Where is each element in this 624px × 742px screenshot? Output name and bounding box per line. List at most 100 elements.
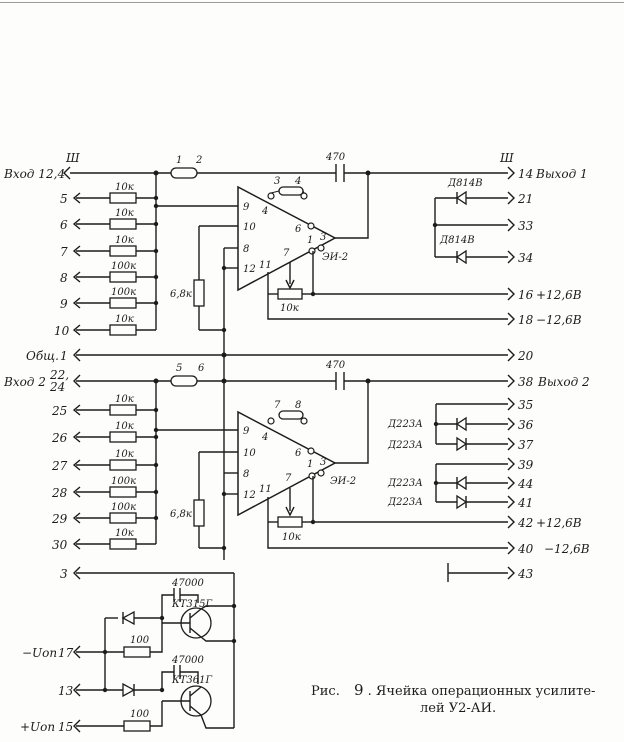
amp1-zener-block (432, 190, 515, 265)
amp2-resistor-6k8 (193, 499, 205, 527)
amp1-pin-4: 4 (294, 176, 301, 187)
amp1-r3-value: 10к (115, 235, 134, 246)
amp2-supply-pos-pin: 42 (517, 516, 533, 530)
common-pin-right: 20 (517, 349, 534, 363)
amp2-r2-pin: 26 (51, 431, 68, 445)
output2-pin: 38 (518, 375, 534, 389)
amp2-pin-4: 4 (261, 432, 268, 443)
ref-pos-label: +Uоп (20, 720, 55, 734)
amp2-trim-resistor (277, 516, 303, 528)
ground-mark-right: Ш (499, 151, 514, 165)
ref-neg-pin: 17 (58, 646, 74, 660)
zener-pin-34: 34 (518, 251, 533, 265)
caption-line1: . Ячейка операционных усилите- (368, 684, 596, 699)
diode-type-4: Д223А (387, 497, 423, 508)
amp1-pin-6: 6 (295, 224, 302, 235)
amp1-link-pin-a: 1 (176, 155, 182, 166)
caption-line2: лей У2-АИ. (420, 701, 496, 716)
amp1-r5-value: 100к (111, 287, 136, 298)
amp1-link-pin-b: 2 (195, 155, 202, 166)
zener-type-2: Д814В (439, 235, 475, 246)
common-label: Общ. (26, 349, 59, 363)
amp2-r6-pin: 30 (52, 538, 68, 552)
amp2-r1-pin: 25 (51, 404, 67, 418)
amp1-section (63, 164, 515, 560)
amp2-r2-value: 10к (115, 421, 134, 432)
amp2-pin-7: 7 (274, 400, 281, 411)
output1-label: Выход 1 (535, 167, 588, 181)
amp2-r5-pin: 29 (51, 512, 68, 526)
amp2-r6-value: 10к (115, 528, 134, 539)
diode-pin-37: 37 (518, 438, 534, 452)
amp1-pin-3b: 3 (320, 232, 326, 243)
amp2-pin-3: 3 (320, 457, 326, 468)
amp1-supply-neg-pin: 18 (518, 313, 534, 327)
amp2-supply-pos-label: +12,6В (536, 516, 582, 530)
amp2-link-pin-b: 6 (198, 363, 205, 374)
amp1-r3-pin: 7 (60, 245, 68, 259)
diode-type-2: Д223А (387, 440, 423, 451)
diode-pin-36: 36 (518, 418, 534, 432)
ref-pin-13: 13 (58, 684, 74, 698)
svg-text:Рис. 9 . Ячейка оп: Рис. 9 . Ячейка операционных усилите- (311, 681, 595, 699)
amp2-pin-8b: 8 (243, 469, 249, 480)
reference-section (73, 566, 237, 733)
amp1-r4-value: 100к (111, 261, 136, 272)
common-pin-left: 1 (60, 349, 68, 363)
amp1-pin-3: 3 (274, 176, 280, 187)
caption-prefix: Рис. (311, 684, 340, 699)
amp1-input-resistors (72, 192, 159, 336)
ref-cap1-label: 47000 (171, 578, 204, 589)
ref-neg-label: −Uоп (22, 646, 57, 660)
amp2-r4-pin: 28 (51, 486, 68, 500)
amp2-pin-12: 12 (243, 490, 256, 501)
amp1-pin-7: 7 (283, 248, 290, 259)
amp1-r5-pin: 9 (60, 297, 68, 311)
amp1-supply-pos-pin: 16 (518, 288, 534, 302)
amp1-pin-1: 1 (307, 235, 313, 246)
ref-pos-pin: 15 (58, 720, 73, 734)
diode-pin-41: 41 (517, 496, 533, 510)
ref-resistor2-label: 100 (130, 709, 150, 720)
ref-pin-3: 3 (60, 567, 68, 581)
amp1-supply-neg-label: −12,6В (536, 313, 582, 327)
amp2-pin-10: 10 (243, 448, 256, 459)
amp2-pin-7b: 7 (285, 473, 292, 484)
amp1-r6-value: 10к (115, 314, 134, 325)
zener-type-1: Д814В (447, 178, 483, 189)
amp2-feedback-resistor-label: 6,8к (170, 509, 192, 520)
amp1-pin-4b: 4 (261, 206, 268, 217)
amp2-r3-pin: 27 (51, 459, 68, 473)
amp2-pin-8: 8 (295, 400, 301, 411)
amp2-supply-neg-label: −12,6В (544, 542, 590, 556)
pin-43: 43 (517, 567, 534, 581)
amp2-r5-value: 100к (111, 502, 136, 513)
input1-pins: 2,4 (45, 167, 65, 181)
diode-pin-44: 44 (517, 477, 533, 491)
amp2-supply-neg-pin: 40 (517, 542, 534, 556)
amp1-supply-pos-label: +12,6В (536, 288, 582, 302)
caption-number: 9 (354, 681, 364, 699)
amp2-diode-block (433, 397, 515, 510)
amp1-r4-pin: 8 (60, 271, 68, 285)
amp1-resistor-6k8 (193, 279, 205, 307)
ref-resistor1-label: 100 (130, 635, 150, 646)
amp2-r1-value: 10к (115, 394, 134, 405)
amp1-pin-9: 9 (243, 202, 250, 213)
amp2-section (72, 372, 515, 582)
amp2-pin-11: 11 (259, 484, 272, 495)
amp1-trim-resistor-label: 10к (280, 303, 299, 314)
ground-mark-left: Ш (65, 151, 80, 165)
diode-type-1: Д223А (387, 419, 423, 430)
amp1-feedback-resistor-label: 6,8к (170, 289, 192, 300)
zener-pin-21: 21 (517, 192, 533, 206)
amp1-r2-value: 10к (115, 208, 134, 219)
amp2-pin-1: 1 (307, 459, 313, 470)
amp2-input-resistors (72, 404, 159, 550)
input1-label: Вход 1 (3, 167, 46, 181)
amp1-pin-11: 11 (259, 260, 272, 271)
link-1-2 (170, 167, 198, 179)
amp1-triangle (237, 185, 337, 292)
amp1-pin-8: 8 (243, 244, 249, 255)
